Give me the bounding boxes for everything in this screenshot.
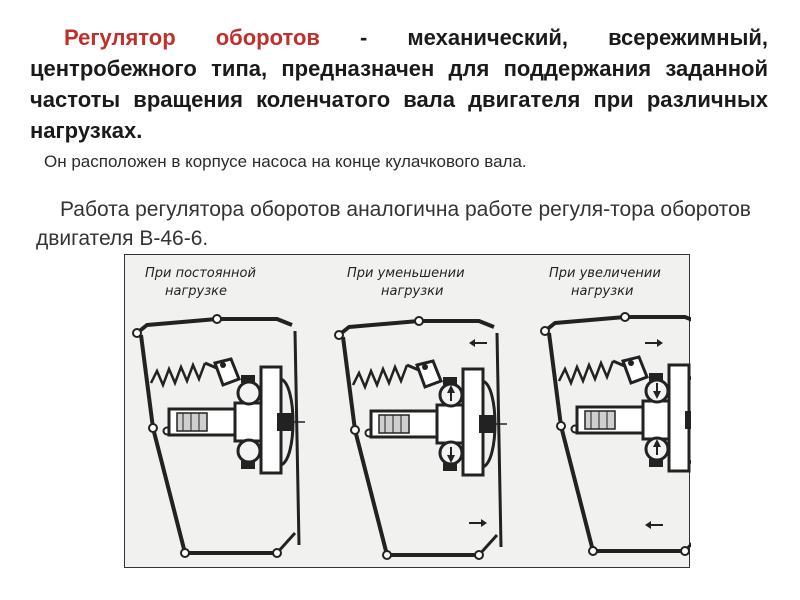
panel-1-caption-line2: нагрузке [165, 284, 227, 299]
panel-3-caption-line1: При увеличении [549, 266, 661, 281]
arrow-left-icon [469, 339, 487, 347]
arrow-right-icon [645, 339, 663, 347]
governor-diagram-svg: При постоянной нагрузке При уменьшении н… [131, 266, 691, 561]
panel-increasing-load: При увеличении нагрузки [539, 266, 691, 557]
panel-2-caption-line1: При уменьшении [347, 266, 465, 281]
panel-constant-load: При постоянной нагрузке [131, 266, 307, 559]
panel-2-caption-line2: нагрузки [381, 284, 443, 299]
panel-3-caption-line2: нагрузки [571, 284, 633, 299]
intro-term: Регулятор оборотов [64, 25, 320, 50]
panel-1-caption-line1: При постоянной [145, 266, 256, 281]
panel-decreasing-load: При уменьшении нагрузки [333, 266, 509, 561]
governor-diagram: При постоянной нагрузке При уменьшении н… [124, 254, 691, 568]
arrow-right-icon [469, 519, 487, 527]
intro-rest: - механический, всережимный, центробежно… [30, 25, 769, 143]
arrow-left-icon [645, 521, 663, 529]
intro-paragraph: Регулятор оборотов - механический, всере… [30, 22, 768, 146]
location-note: Он расположен в корпусе насоса на конце … [44, 152, 527, 171]
work-paragraph: Работа регулятора оборотов аналогична ра… [36, 198, 751, 250]
